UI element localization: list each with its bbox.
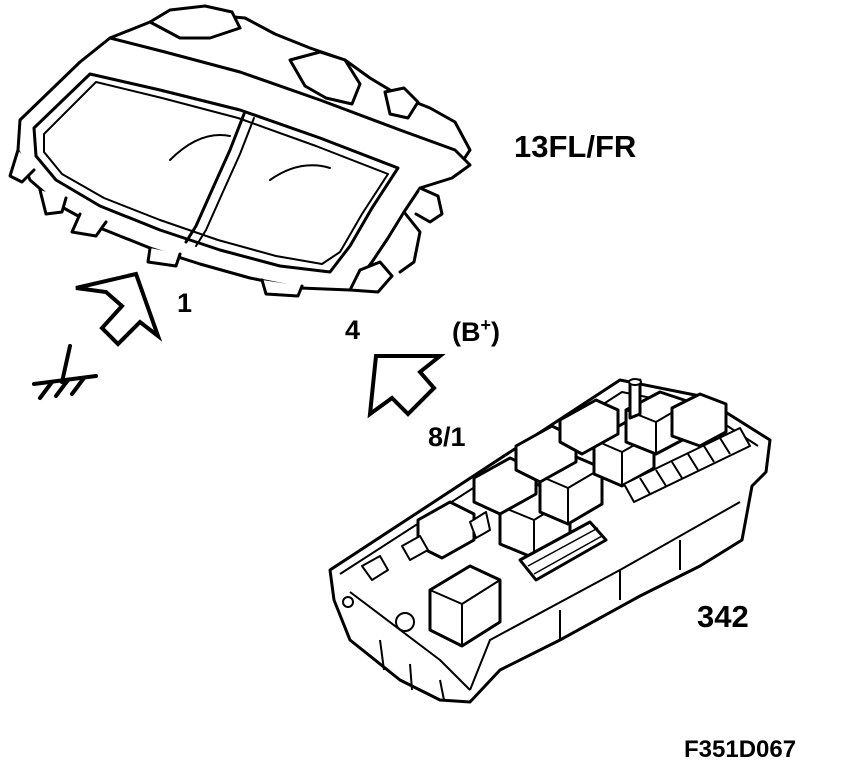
relay-box-label: 342 xyxy=(697,599,749,634)
ground-symbol-icon xyxy=(32,344,98,400)
ground-pin-label: 1 xyxy=(177,288,193,318)
battery-label-open: (B xyxy=(452,317,481,347)
headlamp-unit xyxy=(8,4,472,298)
fuse-pin-label: 8/1 xyxy=(428,422,466,452)
battery-positive-label: (B+) xyxy=(452,316,500,346)
battery-label-plus: + xyxy=(480,315,492,335)
battery-label-close: ) xyxy=(491,317,501,347)
arrow-ground-connection xyxy=(75,271,163,347)
headlamp-label: 13FL/FR xyxy=(514,129,637,164)
relay-fuse-box xyxy=(328,378,772,704)
arrow-supply-connection xyxy=(367,354,446,419)
figure-id-label: F351D067 xyxy=(684,736,797,763)
supply-pin-label: 4 xyxy=(345,315,361,345)
